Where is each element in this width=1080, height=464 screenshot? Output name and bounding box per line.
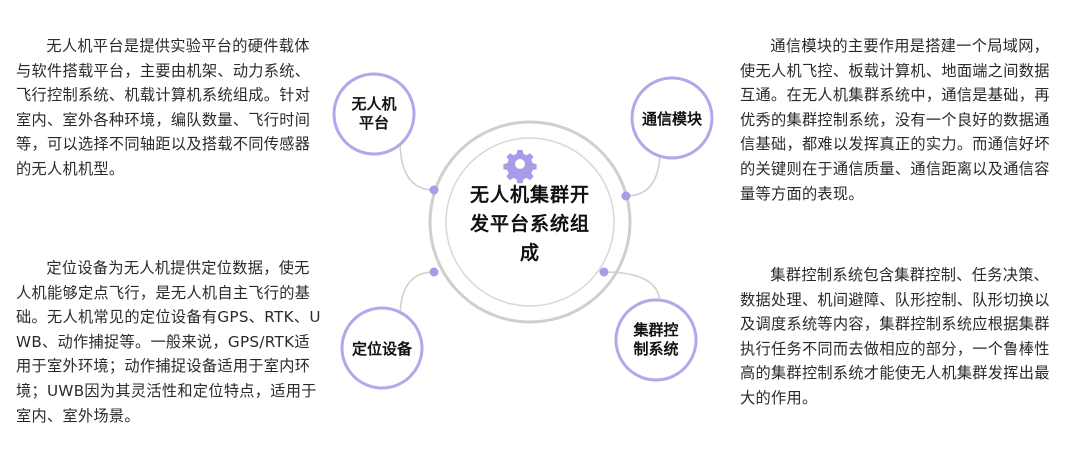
node-communication <box>630 76 714 160</box>
node-label-swarm-control: 集群控制系统 <box>626 320 686 360</box>
dot-platform <box>429 185 439 195</box>
communication-description: 通信模块的主要作用是搭建一个局域网，使无人机飞控、板载计算机、地面端之间数据互通… <box>740 37 1050 203</box>
node-communication-text: 通信模块 <box>641 109 702 128</box>
outer-ring <box>428 120 632 324</box>
node-swarm-control <box>614 298 698 382</box>
node-platform-text: 无人机平台 <box>351 95 397 132</box>
platform-description: 无人机平台是提供实验平台的硬件载体与软件搭载平台，主要由机架、动力系统、飞行控制… <box>16 37 311 178</box>
node-swarm-control-text: 集群控制系统 <box>633 321 679 358</box>
node-label-platform: 无人机平台 <box>344 94 404 134</box>
dot-swarm-control <box>599 267 609 277</box>
node-positioning <box>340 306 424 390</box>
gear-icon <box>503 150 537 184</box>
node-platform <box>332 72 416 156</box>
center-title: 无人机集群开发平台系统组成 <box>460 178 600 270</box>
dot-communication <box>621 191 631 201</box>
positioning-description: 定位设备为无人机提供定位数据，使无人机能够定点飞行，是无人机自主飞行的基础。无人… <box>16 259 321 425</box>
connector-swarm-control <box>603 271 661 305</box>
connector-platform <box>399 139 435 191</box>
node-label-positioning: 定位设备 <box>342 338 422 360</box>
node-label-communication: 通信模块 <box>632 108 712 130</box>
inner-ring <box>445 137 615 307</box>
swarm-control-description: 集群控制系统包含集群控制、任务决策、数据处理、机间避障、队形控制、队形切换以及调… <box>740 266 1050 407</box>
center-title-text: 无人机集群开发平台系统组成 <box>469 183 590 264</box>
connector-communication <box>625 149 661 197</box>
dot-positioning <box>429 267 439 277</box>
node-positioning-text: 定位设备 <box>351 339 412 358</box>
connector-positioning <box>399 271 435 319</box>
